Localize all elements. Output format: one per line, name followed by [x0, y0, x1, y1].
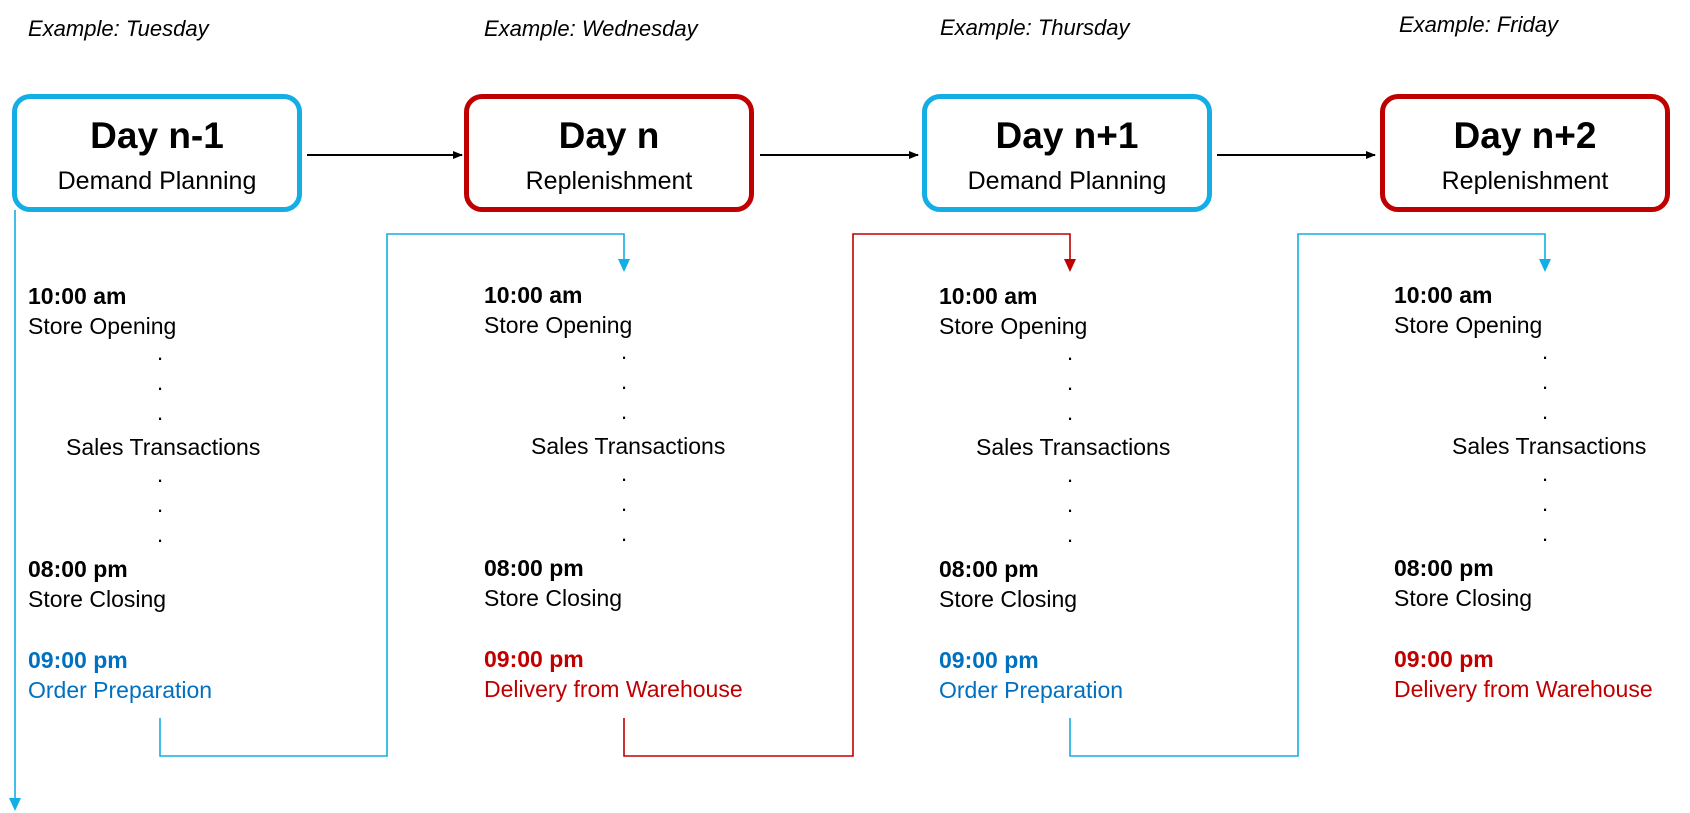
- final-time: 09:00 pm: [484, 646, 584, 672]
- day-subtitle: Demand Planning: [57, 167, 257, 195]
- close-time: 08:00 pm: [28, 556, 128, 582]
- ellipsis-dot: .: [1542, 339, 1549, 364]
- ellipsis-dot: .: [1542, 491, 1549, 516]
- final-label: Order Preparation: [939, 677, 1124, 703]
- open-time: 10:00 am: [939, 283, 1038, 309]
- day-box-n: Day n Replenishment: [464, 94, 754, 212]
- ellipsis-dot: .: [1067, 400, 1074, 425]
- ellipsis-dot: .: [157, 522, 164, 547]
- open-label: Store Opening: [484, 312, 633, 338]
- arrowhead-day3-top: [1064, 259, 1076, 272]
- connector-day1-to-day2: [159, 233, 625, 757]
- connector-day2-to-day3: [623, 233, 1071, 757]
- final-time: 09:00 pm: [939, 647, 1039, 673]
- ellipsis-dot: .: [157, 492, 164, 517]
- ellipsis-dot: .: [157, 400, 164, 425]
- final-time: 09:00 pm: [28, 647, 128, 673]
- middle-label: Sales Transactions: [66, 434, 261, 460]
- day-box-n-plus-1: Day n+1 Demand Planning: [922, 94, 1212, 212]
- close-label: Store Closing: [484, 585, 623, 611]
- day-title: Day n+2: [1453, 115, 1597, 156]
- day-subtitle: Replenishment: [525, 167, 693, 195]
- ellipsis-dot: .: [621, 491, 628, 516]
- arrowhead-day4-top: [1539, 259, 1551, 272]
- middle-label: Sales Transactions: [976, 434, 1171, 460]
- example-day-label: Example: Thursday: [940, 15, 1130, 40]
- ellipsis-dot: .: [621, 339, 628, 364]
- open-label: Store Opening: [1394, 312, 1543, 338]
- open-label: Store Opening: [939, 313, 1088, 339]
- ellipsis-dot: .: [621, 461, 628, 486]
- close-time: 08:00 pm: [939, 556, 1039, 582]
- arrowhead-day1-down: [9, 798, 21, 811]
- ellipsis-dot: .: [1067, 462, 1074, 487]
- arrowhead-day2-top: [618, 259, 630, 272]
- day-title: Day n+1: [995, 115, 1139, 156]
- open-time: 10:00 am: [28, 283, 127, 309]
- close-time: 08:00 pm: [1394, 555, 1494, 581]
- day-title: Day n: [558, 115, 660, 156]
- ellipsis-dot: .: [1542, 521, 1549, 546]
- ellipsis-dot: .: [157, 370, 164, 395]
- day-title: Day n-1: [90, 115, 224, 156]
- day-subtitle: Replenishment: [1441, 167, 1609, 195]
- middle-label: Sales Transactions: [1452, 433, 1647, 459]
- close-label: Store Closing: [1394, 585, 1533, 611]
- day-box-n-minus-1: Day n-1 Demand Planning: [12, 94, 302, 212]
- final-label: Order Preparation: [28, 677, 213, 703]
- ellipsis-dot: .: [1067, 522, 1074, 547]
- day-box-n-plus-2: Day n+2 Replenishment: [1380, 94, 1670, 212]
- close-time: 08:00 pm: [484, 555, 584, 581]
- ellipsis-dot: .: [157, 340, 164, 365]
- final-label: Delivery from Warehouse: [484, 676, 743, 702]
- ellipsis-dot: .: [621, 399, 628, 424]
- ellipsis-dot: .: [1542, 369, 1549, 394]
- open-time: 10:00 am: [484, 282, 583, 308]
- close-label: Store Closing: [28, 586, 167, 612]
- ellipsis-dot: .: [1067, 340, 1074, 365]
- example-day-label: Example: Wednesday: [484, 16, 698, 41]
- example-day-label: Example: Tuesday: [28, 16, 209, 41]
- ellipsis-dot: .: [1067, 370, 1074, 395]
- open-label: Store Opening: [28, 313, 177, 339]
- ellipsis-dot: .: [157, 462, 164, 487]
- example-day-label: Example: Friday: [1399, 12, 1558, 37]
- final-label: Delivery from Warehouse: [1394, 676, 1653, 702]
- open-time: 10:00 am: [1394, 282, 1493, 308]
- day-subtitle: Demand Planning: [967, 167, 1167, 195]
- ellipsis-dot: .: [621, 369, 628, 394]
- ellipsis-dot: .: [1067, 492, 1074, 517]
- ellipsis-dot: .: [621, 521, 628, 546]
- close-label: Store Closing: [939, 586, 1078, 612]
- middle-label: Sales Transactions: [531, 433, 726, 459]
- final-time: 09:00 pm: [1394, 646, 1494, 672]
- ellipsis-dot: .: [1542, 399, 1549, 424]
- ellipsis-dot: .: [1542, 461, 1549, 486]
- connector-day3-to-day4: [1069, 233, 1546, 757]
